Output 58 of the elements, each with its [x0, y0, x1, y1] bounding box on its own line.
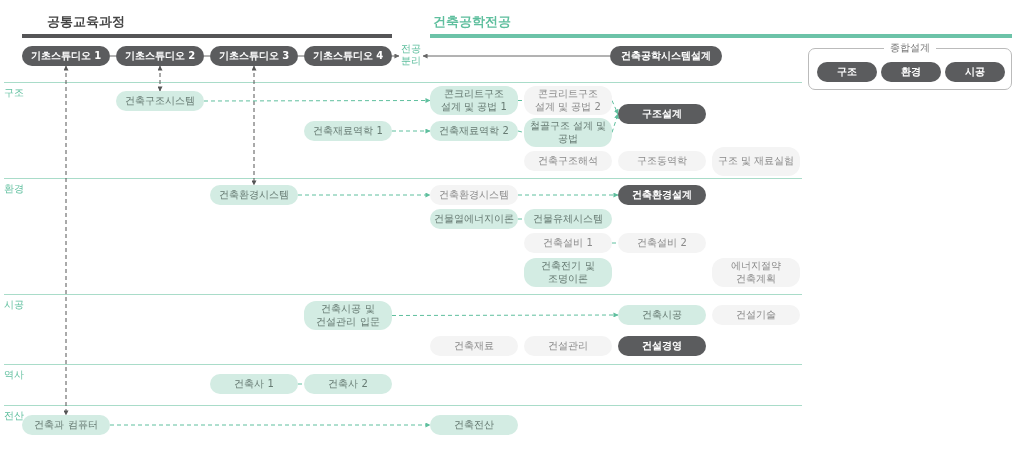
course-pill: 건축공학시스템설계 — [610, 46, 722, 66]
course-pill: 콘크리트구조 설계 및 공법 1 — [430, 86, 518, 115]
group-heading: 종합설계 — [884, 42, 936, 54]
row-label: 구조 — [4, 86, 24, 100]
row-label: 역사 — [4, 368, 24, 382]
course-pill: 건축재료 — [430, 336, 518, 356]
course-pill: 철골구조 설계 및 공법 — [524, 118, 612, 147]
connector-arrow — [251, 65, 257, 186]
row-label: 전산 — [4, 409, 24, 423]
course-pill: 건설관리 — [524, 336, 612, 356]
connector-arrow — [611, 113, 619, 133]
course-pill: 건설경영 — [618, 336, 706, 356]
course-pill: 건축시공 — [618, 305, 706, 325]
course-pill: 건축재료역학 2 — [430, 121, 518, 141]
course-pill: 건축환경설계 — [618, 185, 706, 205]
course-pill: 환경 — [881, 62, 941, 82]
connector-arrow — [63, 65, 69, 416]
course-pill: 기초스튜디오 3 — [210, 46, 298, 66]
row-label: 환경 — [4, 182, 24, 196]
connector-arrow — [422, 53, 611, 59]
connector-arrow — [157, 65, 163, 92]
course-pill: 건축구조해석 — [524, 151, 612, 171]
course-pill: 건축전기 및 조명이론 — [524, 258, 612, 287]
course-pill: 구조 및 재료실험 — [712, 147, 800, 176]
course-pill: 건축재료역학 1 — [304, 121, 392, 141]
course-pill: 콘크리트구조 설계 및 공법 2 — [524, 86, 612, 115]
course-pill: 건물유체시스템 — [524, 209, 612, 229]
course-pill: 건축시공 및 건설관리 입문 — [304, 301, 392, 330]
section-heading: 건축공학전공 — [433, 13, 511, 31]
course-pill: 건축설비 2 — [618, 233, 706, 253]
course-pill: 건축사 1 — [210, 374, 298, 394]
text-label: 전공 분리 — [399, 43, 423, 67]
connector-arrow — [203, 98, 431, 103]
course-pill: 건물열에너지이론 — [430, 209, 518, 229]
course-pill: 건축환경시스템 — [210, 185, 298, 205]
connector-arrow — [109, 422, 431, 428]
connector-arrow — [611, 100, 619, 115]
course-pill: 건축사 2 — [304, 374, 392, 394]
course-pill: 건축전산 — [430, 415, 518, 435]
course-pill: 구조 — [817, 62, 877, 82]
connector-arrow — [391, 53, 400, 59]
course-pill: 건축설비 1 — [524, 233, 612, 253]
section-heading: 공통교육과정 — [47, 13, 125, 31]
course-pill: 기초스튜디오 4 — [304, 46, 392, 66]
connector-arrow — [517, 192, 619, 198]
course-pill: 에너지절약 건축계획 — [712, 258, 800, 287]
row-label: 시공 — [4, 298, 24, 312]
course-pill: 기초스튜디오 2 — [116, 46, 204, 66]
course-pill: 건설기술 — [712, 305, 800, 325]
connector-arrow — [391, 312, 619, 318]
connector-arrow — [297, 192, 431, 198]
connector-arrow — [391, 128, 431, 134]
course-pill: 건축구조시스템 — [116, 91, 204, 111]
course-pill: 기초스튜디오 1 — [22, 46, 110, 66]
course-pill: 건축환경시스템 — [430, 185, 518, 205]
course-pill: 구조동역학 — [618, 151, 706, 171]
course-pill: 구조설계 — [618, 104, 706, 124]
course-pill: 시공 — [945, 62, 1005, 82]
